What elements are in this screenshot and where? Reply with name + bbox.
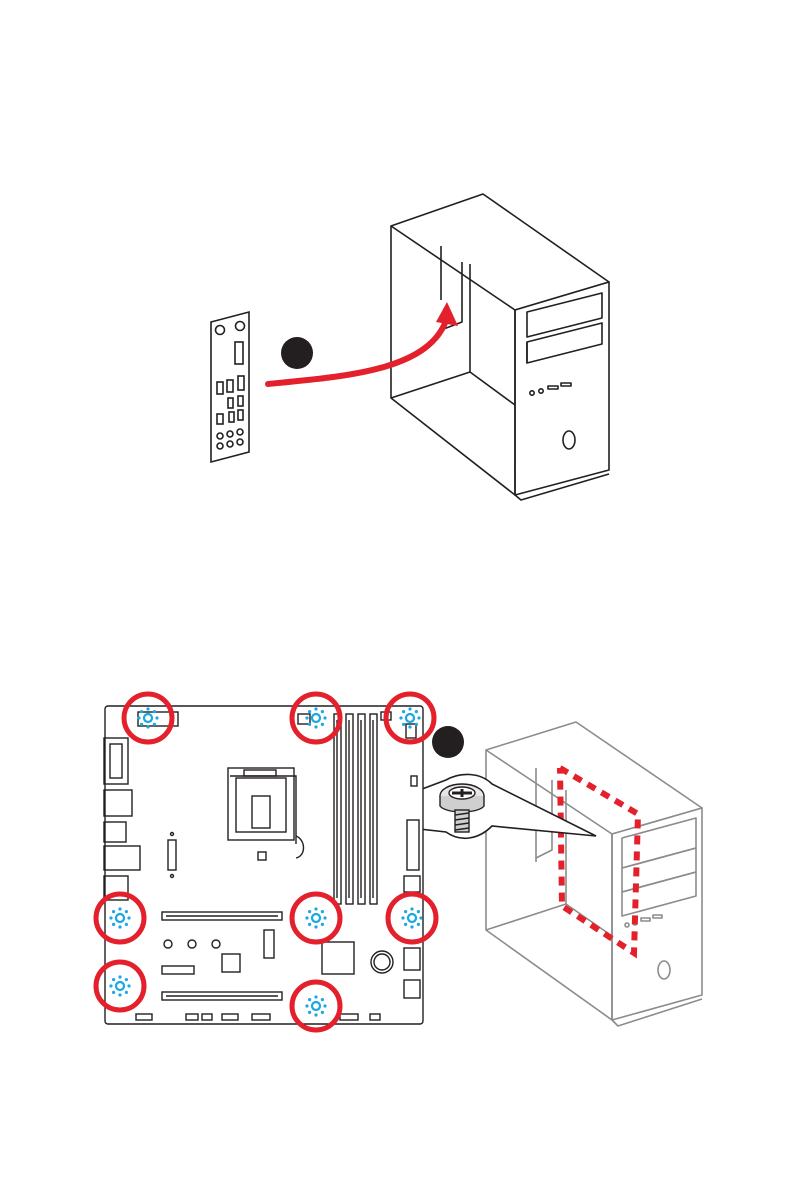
io-shield-plate	[211, 312, 249, 462]
step1-marker	[281, 337, 313, 369]
step2-group	[96, 694, 702, 1030]
step2-marker	[432, 726, 464, 758]
step1-group	[211, 194, 609, 500]
motherboard	[104, 706, 423, 1024]
pc-case-outline	[486, 722, 702, 1026]
